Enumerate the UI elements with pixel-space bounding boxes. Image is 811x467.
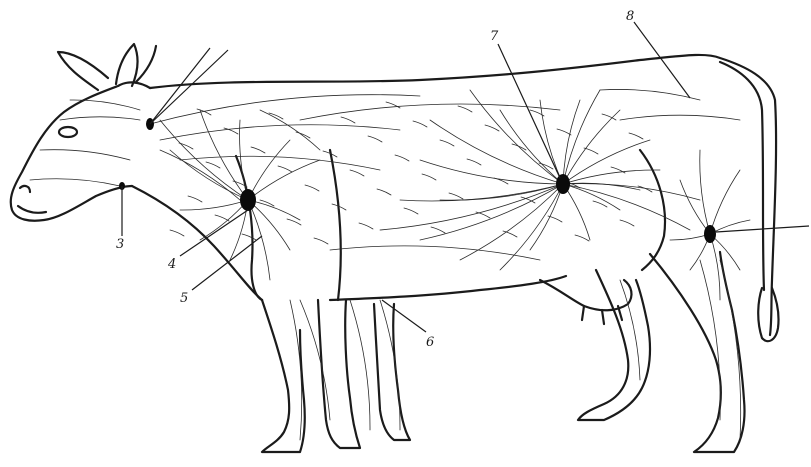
label-7: 7 xyxy=(490,29,499,44)
central-abdominal-node xyxy=(556,174,570,194)
label-4: 4 xyxy=(167,257,176,272)
label-8: 8 xyxy=(626,9,634,24)
label-3: 3 xyxy=(116,237,124,252)
popliteal-node xyxy=(704,225,716,243)
label-5: 5 xyxy=(180,291,188,306)
prescapular-node xyxy=(240,189,256,211)
label-6: 6 xyxy=(426,335,434,350)
